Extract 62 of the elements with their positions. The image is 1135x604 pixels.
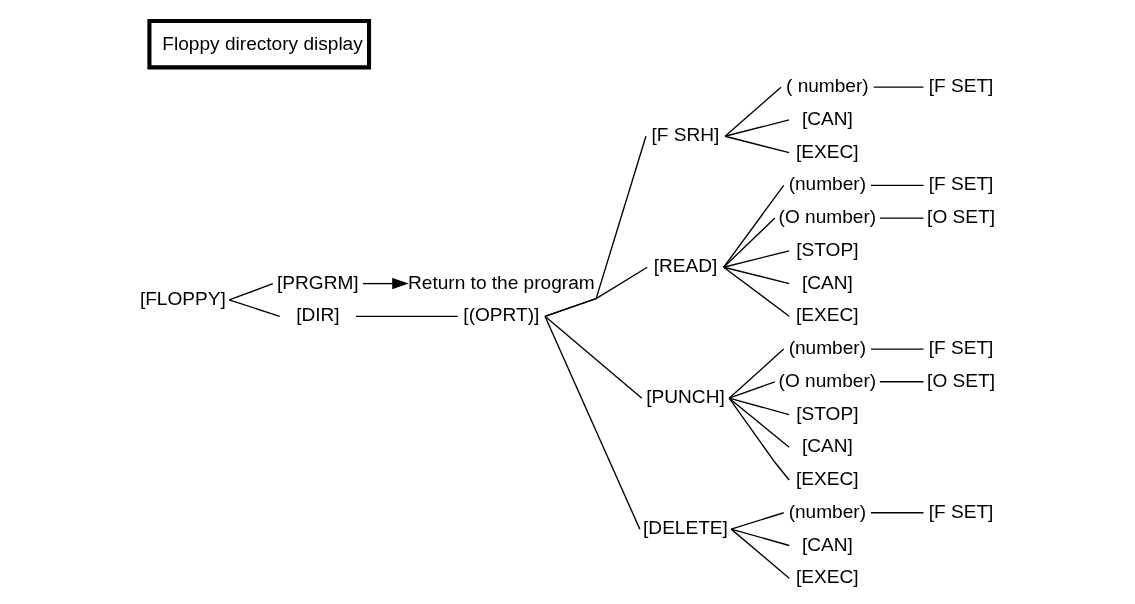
connector: [723, 217, 776, 268]
connector: [724, 135, 790, 154]
connector: [730, 528, 790, 547]
node-text: (O number): [778, 206, 877, 228]
connector: [873, 86, 925, 88]
node-text: (number): [788, 337, 867, 359]
connector: [355, 315, 459, 317]
node-text: Return to the program: [408, 271, 595, 293]
node-text: [F SET]: [928, 337, 994, 359]
node-text: [EXEC]: [796, 566, 859, 588]
node-text: ( number): [786, 75, 869, 97]
connector: [544, 135, 647, 317]
node-text: [FLOPPY]: [139, 288, 226, 309]
connector: [723, 266, 790, 317]
connector: [728, 381, 776, 399]
connector: [728, 397, 790, 481]
connector: [870, 348, 925, 350]
connector: [723, 250, 790, 268]
connector: [728, 348, 785, 399]
connector: [724, 119, 790, 137]
connector: [879, 217, 925, 219]
node-text: [CAN]: [801, 435, 853, 457]
connector: [544, 266, 648, 317]
node-text: [(OPRT)]: [463, 304, 540, 326]
connector: [870, 184, 925, 187]
node-text: [F SET]: [928, 75, 994, 97]
node-text: (number): [788, 500, 867, 522]
node-text: (O number): [778, 369, 877, 391]
connector: [228, 282, 274, 301]
node-text: [STOP]: [796, 402, 859, 424]
connector: [730, 528, 790, 579]
connector: [870, 512, 925, 514]
connector: [723, 184, 785, 268]
diagram-title: Floppy directory display: [162, 32, 363, 54]
node-text: [CAN]: [801, 533, 853, 555]
node-text: [EXEC]: [796, 468, 859, 490]
node-text: [PUNCH]: [646, 386, 725, 408]
node-text: [DELETE]: [643, 517, 728, 539]
arrow: [362, 277, 409, 290]
connector: [228, 299, 281, 317]
connector: [730, 512, 785, 530]
node-text: [EXEC]: [796, 304, 859, 326]
node-text: [READ]: [653, 255, 718, 277]
connector: [544, 315, 641, 530]
connector: [544, 315, 643, 399]
node-text: [CAN]: [801, 107, 853, 129]
node-text: [DIR]: [296, 304, 340, 326]
node-text: (number): [788, 173, 867, 195]
node-text: [STOP]: [796, 238, 859, 260]
node-text: [EXEC]: [796, 140, 859, 162]
node-text: [CAN]: [801, 271, 853, 293]
node-text: [F SET]: [928, 173, 994, 195]
node-text: [F SRH]: [651, 124, 720, 146]
connector: [724, 86, 782, 137]
node-text: [PRGRM]: [277, 271, 359, 293]
node-text: [O SET]: [927, 369, 995, 391]
connector: [723, 266, 790, 285]
connector: [728, 397, 790, 448]
connector: [879, 381, 925, 383]
node-text: [F SET]: [928, 500, 994, 522]
node-text: [O SET]: [927, 206, 995, 228]
connector: [728, 397, 790, 416]
